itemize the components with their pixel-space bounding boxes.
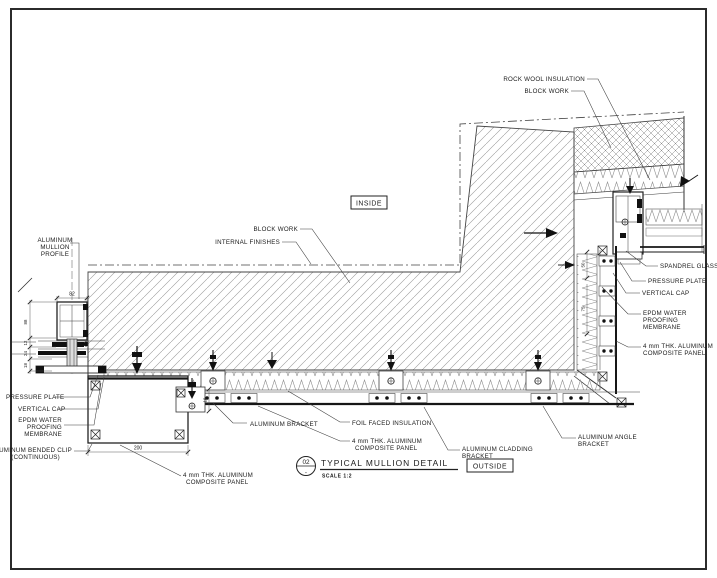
svg-text:(CONTINUOUS): (CONTINUOUS) — [11, 454, 60, 461]
dimension-chain-left: 88 12 24 18 — [23, 299, 56, 374]
label-inside: INSIDE — [356, 201, 382, 208]
detail-scale: SCALE 1:2 — [322, 474, 352, 480]
dim-step-18: 18 — [203, 397, 208, 402]
dim-24: 24 — [23, 351, 28, 356]
detail-title-block: 02 - TYPICAL MULLION DETAIL SCALE 1:2 — [296, 456, 458, 480]
svg-text:ALUMINUM ANGLE: ALUMINUM ANGLE — [578, 434, 637, 441]
svg-text:ALUMINUM CLADDING: ALUMINUM CLADDING — [462, 446, 533, 453]
dim-18: 18 — [23, 363, 28, 368]
rockwool-band-beside-mullion — [645, 204, 703, 252]
dim-50: 50 — [581, 262, 586, 267]
top-right-mullion-profile — [612, 178, 644, 265]
bottom-composite-panel — [184, 391, 640, 406]
svg-text:PROOFING: PROOFING — [643, 317, 678, 324]
label-epdm-right: EPDM WATER PROOFING MEMBRANE — [643, 310, 687, 331]
svg-text:COMPOSITE PANEL: COMPOSITE PANEL — [643, 350, 706, 357]
label-foil-faced-insulation: FOIL FACED INSULATION — [352, 420, 432, 427]
svg-text:4 mm THK. ALUMINUM: 4 mm THK. ALUMINUM — [352, 438, 422, 445]
svg-text:BRACKET: BRACKET — [462, 453, 493, 460]
membrane-pin — [267, 352, 277, 369]
label-bended-clip: ALUMINUM BENDED CLIP (CONTINUOUS) — [0, 447, 72, 461]
corner-arrow — [680, 174, 699, 187]
svg-text:MULLION: MULLION — [40, 244, 69, 251]
label-vertical-cap-right: VERTICAL CAP — [642, 290, 689, 297]
label-cladding-bracket: ALUMINUM CLADDING BRACKET — [462, 446, 533, 460]
dim-12: 12 — [23, 340, 28, 345]
label-pressure-plate-right: PRESSURE PLATE — [648, 278, 706, 285]
dimension-step-18: 18 — [203, 386, 212, 414]
spandrel-glass — [640, 245, 705, 254]
label-vertical-cap-left: VERTICAL CAP — [18, 406, 65, 413]
detail-title: TYPICAL MULLION DETAIL — [321, 458, 448, 468]
blockwork-hatch — [87, 125, 575, 371]
anchor-bolt — [132, 346, 142, 374]
svg-text:ALUMINUM: ALUMINUM — [37, 237, 72, 244]
leader-lines — [55, 78, 658, 477]
label-aluminum-mullion-profile: ALUMINUM MULLION PROFILE — [37, 237, 72, 258]
label-block-work-mid: BLOCK WORK — [254, 226, 299, 233]
label-spandrel-glass: SPANDREL GLASS — [660, 263, 717, 270]
inside-zone-box: INSIDE — [350, 195, 388, 210]
outside-zone-box: OUTSIDE — [466, 458, 514, 473]
svg-text:4 mm THK. ALUMINUM: 4 mm THK. ALUMINUM — [643, 343, 713, 350]
dim-75: 75 — [581, 306, 586, 311]
svg-text:MEMBRANE: MEMBRANE — [643, 324, 681, 331]
blockwork-crosshatch-top-right — [573, 117, 685, 173]
left-mullion-profile — [12, 238, 107, 376]
dimension-82: 82 — [54, 292, 90, 302]
bended-clip-box — [87, 375, 206, 444]
dim-mullion-height: 88 — [23, 319, 28, 324]
svg-text:COMPOSITE PANEL: COMPOSITE PANEL — [186, 479, 249, 486]
bottom-bracket-plates — [198, 393, 590, 403]
svg-text:COMPOSITE PANEL: COMPOSITE PANEL — [355, 445, 418, 452]
label-angle-bracket: ALUMINUM ANGLE BRACKET — [578, 434, 637, 448]
inside-boundary-dashed-line — [88, 111, 685, 266]
aluminum-brackets-with-bolts — [200, 350, 551, 391]
dim-clip-length: 200 — [134, 446, 143, 452]
label-acp-right: 4 mm THK. ALUMINUM COMPOSITE PANEL — [643, 343, 713, 357]
dim-mullion-width: 82 — [69, 292, 75, 298]
label-acp-mid: 4 mm THK. ALUMINUM COMPOSITE PANEL — [352, 438, 422, 452]
dimension-right-50-75: 50 75 — [581, 249, 590, 337]
label-epdm-left: EPDM WATER PROOFING MEMBRANE — [18, 417, 62, 438]
sheet-border — [10, 8, 707, 570]
right-corner-x-squares — [597, 245, 627, 408]
detail-number: 02 — [302, 459, 310, 466]
svg-text:MEMBRANE: MEMBRANE — [24, 431, 62, 438]
label-outside: OUTSIDE — [473, 464, 507, 471]
svg-text:ALUMINUM BENDED CLIP: ALUMINUM BENDED CLIP — [0, 447, 72, 454]
detail-revision: - — [305, 470, 307, 477]
label-rock-wool-insulation: ROCK WOOL INSULATION — [503, 76, 585, 83]
membrane-anchor-arrows — [524, 228, 575, 269]
right-wall-bracket-plates — [598, 255, 616, 357]
label-acp-left: 4 mm THK. ALUMINUM COMPOSITE PANEL — [183, 472, 253, 486]
label-block-work-top: BLOCK WORK — [525, 88, 570, 95]
svg-text:EPDM WATER: EPDM WATER — [18, 417, 62, 424]
svg-text:EPDM WATER: EPDM WATER — [643, 310, 687, 317]
label-internal-finishes: INTERNAL FINISHES — [215, 239, 280, 246]
svg-text:PROFILE: PROFILE — [41, 251, 69, 258]
label-pressure-plate-left: PRESSURE PLATE — [6, 394, 64, 401]
svg-text:BRACKET: BRACKET — [578, 441, 609, 448]
label-aluminum-bracket: ALUMINUM BRACKET — [250, 421, 318, 428]
svg-text:4 mm THK. ALUMINUM: 4 mm THK. ALUMINUM — [183, 472, 253, 479]
svg-text:PROOFING: PROOFING — [27, 424, 62, 431]
